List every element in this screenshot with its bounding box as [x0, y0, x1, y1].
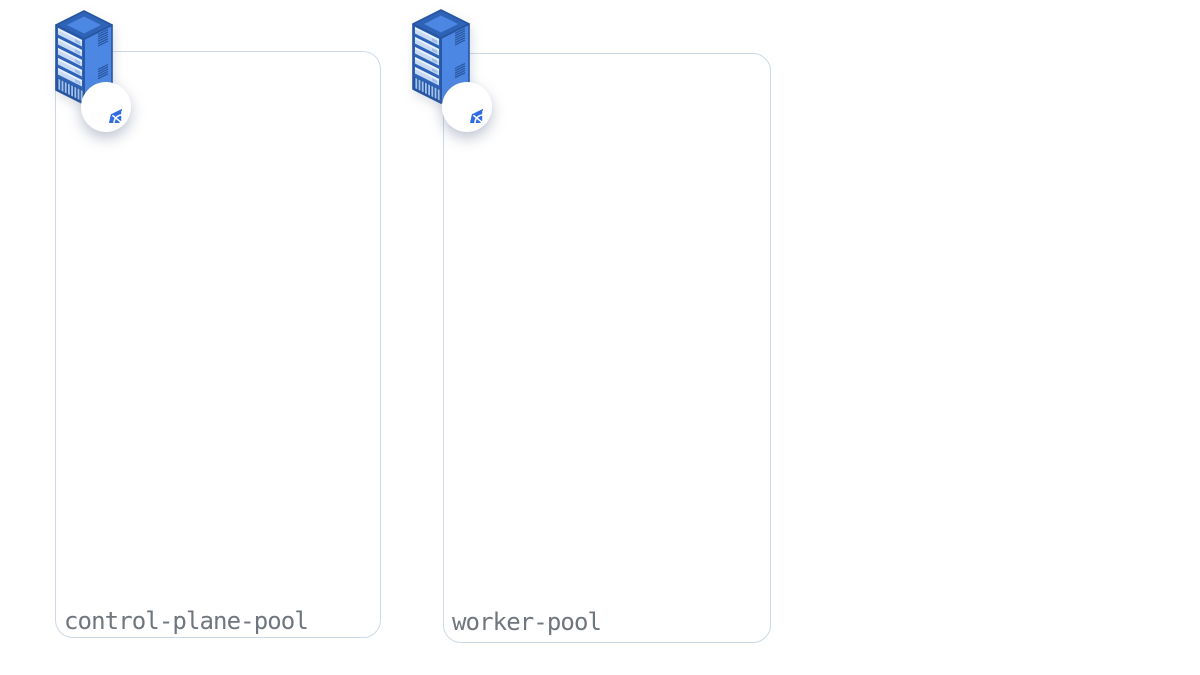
kubernetes-badge	[442, 82, 492, 132]
pool-name-label: worker-pool	[452, 608, 602, 636]
worker-pool-card[interactable]: worker-pool	[443, 53, 771, 643]
control-plane-machine-node[interactable]	[55, 10, 131, 132]
kubernetes-logo-icon	[452, 92, 483, 123]
kubernetes-badge	[81, 82, 131, 132]
worker-machine-node[interactable]	[412, 9, 492, 132]
control-plane-pool-card[interactable]: control-plane-pool	[55, 51, 381, 638]
kubernetes-logo-icon	[91, 92, 122, 123]
pool-name-label: control-plane-pool	[64, 607, 309, 635]
